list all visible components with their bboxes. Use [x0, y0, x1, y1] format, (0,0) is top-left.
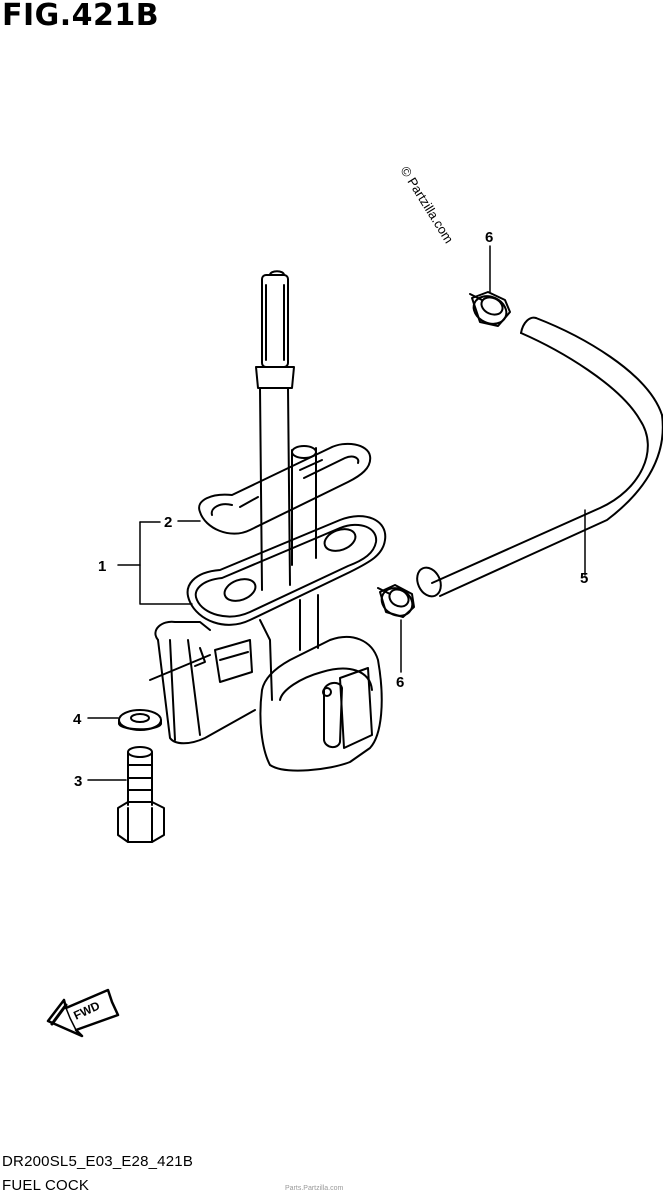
callout-3: 3: [74, 773, 82, 790]
fuel-cock-body: [149, 594, 383, 772]
screw-part-3: [117, 746, 165, 843]
footer-watermark: Parts.Partzilla.com: [285, 1185, 344, 1192]
callout-6-lower: 6: [396, 674, 404, 691]
figure-title: FIG.421B: [2, 0, 160, 33]
fwd-arrow-icon: FWD: [46, 988, 120, 1038]
gasket-part-1: [186, 515, 387, 626]
callout-5: 5: [580, 570, 588, 587]
section-name: FUEL COCK: [2, 1177, 90, 1194]
callout-1: 1: [98, 558, 106, 575]
hose-clamp-part-6-upper: [469, 291, 511, 327]
leader-lines: [87, 245, 586, 781]
model-code: DR200SL5_E03_E28_421B: [2, 1153, 194, 1170]
callout-6-upper: 6: [485, 229, 493, 246]
gasket-part-2: [198, 442, 372, 535]
hose-clamp-part-6-lower: [377, 584, 415, 618]
callout-4: 4: [73, 711, 82, 728]
fuel-hose-part-5: [416, 316, 663, 598]
washer-part-4: [118, 709, 162, 731]
callout-2: 2: [164, 514, 172, 531]
watermark-text: © Partzilla.com: [397, 164, 456, 246]
fuel-cock-stem: [255, 270, 317, 591]
